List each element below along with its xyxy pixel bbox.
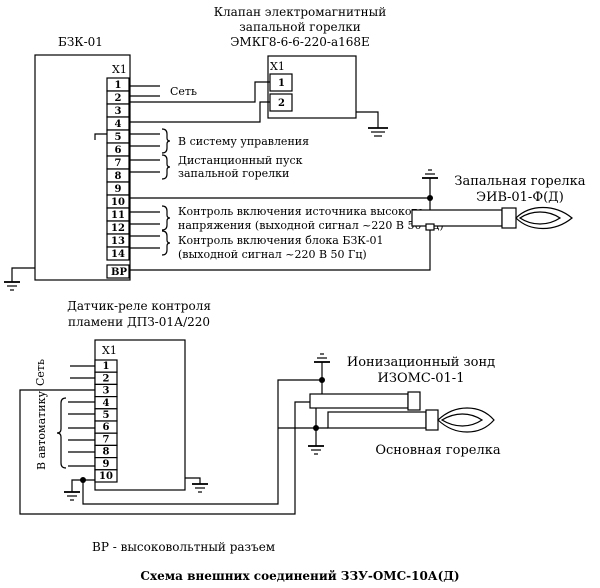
igniter-flame-inner xyxy=(518,211,562,225)
bzk-pin-3-label: 3 xyxy=(115,106,122,117)
dpz-pin-6-label: 6 xyxy=(103,422,110,433)
main-flame-outer xyxy=(437,407,495,433)
bzk-pin-8-label: 8 xyxy=(115,171,122,182)
dpz-pin-5-label: 5 xyxy=(103,410,110,421)
dpz-pin-1-label: 1 xyxy=(103,361,110,372)
bzk-pin-13-label: 13 xyxy=(111,236,125,247)
main-flame-inner xyxy=(440,413,484,427)
igniter-label-1: Запальная горелка xyxy=(454,174,585,189)
remote-start-wires: Дистанционный пуск запальной горелки xyxy=(130,154,303,180)
remote-start-label-2: запальной горелки xyxy=(178,167,289,180)
valve-title-line-2: запальной горелки xyxy=(239,20,360,34)
control-system-wires: В систему управления xyxy=(94,128,309,154)
dpz-title-line-1: Датчик-реле контроля xyxy=(67,299,211,313)
bzk-bp-box xyxy=(106,264,130,279)
bzk-ground xyxy=(4,267,35,291)
bzk-pin-10-label: 10 xyxy=(111,197,125,208)
bzk-pin-11-label: 11 xyxy=(111,210,125,221)
bzk-pin-9-label: 9 xyxy=(115,184,122,195)
probe-assembly: Ионизационный зонд ИЗОМС-01-1 Основная г… xyxy=(278,353,501,458)
hv-control-label-1: Контроль включения источника высокого xyxy=(178,205,424,218)
set-label: Сеть xyxy=(170,85,197,98)
bzk-pin-12-label: 12 xyxy=(111,223,125,234)
bzk-control-label-2: (выходной сигнал ~220 В 50 Гц) xyxy=(178,248,367,261)
bzk-control-wires: Контроль включения блока БЗК-01 (выходно… xyxy=(130,230,384,261)
control-system-label: В систему управления xyxy=(178,135,309,148)
main-burner-tube xyxy=(327,411,427,429)
probe-tube xyxy=(309,393,409,409)
footer-title: Схема внешних соединений ЗЗУ-ОМС-10А(Д) xyxy=(140,569,459,583)
probe-nozzle xyxy=(407,391,421,411)
igniter-connector xyxy=(425,223,435,231)
bzk-pin-14-box xyxy=(106,246,130,261)
valve-pin-1-label: 1 xyxy=(278,78,285,89)
probe-label-2: ИЗОМС-01-1 xyxy=(378,371,465,386)
dpz-pin-7-label: 7 xyxy=(103,434,110,445)
remote-start-label-1: Дистанционный пуск xyxy=(178,154,303,167)
dpz-pin-4-label: 4 xyxy=(103,398,110,409)
bzk-pin-5-label: 5 xyxy=(115,132,122,143)
bzk-pin-4-label: 4 xyxy=(115,119,122,130)
dpz-pin-10-label: 10 xyxy=(99,471,113,482)
main-burner-label: Основная горелка xyxy=(375,443,501,458)
igniter-label-2: ЭИВ-01-Ф(Д) xyxy=(476,190,564,205)
main-burner-nozzle xyxy=(425,409,439,431)
hv-control-label-2: напряжения (выходной сигнал ~220 В 50 Гц… xyxy=(178,219,444,232)
bzk-pin-6-label: 6 xyxy=(115,145,122,156)
dpz-pin-9-label: 9 xyxy=(103,459,110,470)
igniter-nozzle xyxy=(501,207,517,229)
valve-block: Клапан электромагнитный запальной горелк… xyxy=(214,5,386,119)
dpz-auto-label: В автоматику xyxy=(35,391,48,470)
valve-connector-label: X1 xyxy=(270,60,285,73)
dpz-wires: Сеть В автоматику xyxy=(19,359,322,515)
bzk-pin-1-label: 1 xyxy=(115,80,122,91)
bzk-control-label-1: Контроль включения блока БЗК-01 xyxy=(178,234,384,247)
dpz-pin-8-label: 8 xyxy=(103,447,110,458)
footer-note: ВР - высоковольтный разъем xyxy=(92,540,275,554)
bzk-pin-2-label: 2 xyxy=(115,93,122,104)
dpz-title-line-2: пламени ДПЗ-01А/220 xyxy=(68,315,210,329)
bzk-connector-label: X1 xyxy=(112,63,127,76)
bzk-pin-14-label: 14 xyxy=(111,249,125,260)
valve-title-line-1: Клапан электромагнитный xyxy=(214,5,386,19)
dpz-block: Датчик-реле контроля пламени ДПЗ-01А/220… xyxy=(67,299,211,491)
dpz-pin-2-label: 2 xyxy=(103,373,110,384)
dpz-connector-label: X1 xyxy=(102,344,117,357)
igniter-flame-outer xyxy=(515,207,573,229)
bzk-bp-label: ВР xyxy=(111,267,127,278)
bzk-pin-7-label: 7 xyxy=(115,158,122,169)
valve-wires xyxy=(130,81,388,137)
igniter-burner: Запальная горелка ЭИВ-01-Ф(Д) xyxy=(411,174,586,231)
hv-control-wires: Контроль включения источника высокого на… xyxy=(130,205,444,232)
dpz-pin-3-label: 3 xyxy=(103,386,110,397)
dpz-set-label: Сеть xyxy=(34,359,47,386)
probe-label-1: Ионизационный зонд xyxy=(347,355,495,370)
valve-title-line-3: ЭМКГ8-6-6-220-а168Е xyxy=(230,35,370,49)
igniter-wires xyxy=(129,169,438,271)
valve-pin-2-label: 2 xyxy=(278,98,285,109)
set-wires: Сеть xyxy=(130,85,197,98)
dpz-pin-10-box xyxy=(94,469,118,483)
bzk-title: БЗК-01 xyxy=(58,35,103,49)
